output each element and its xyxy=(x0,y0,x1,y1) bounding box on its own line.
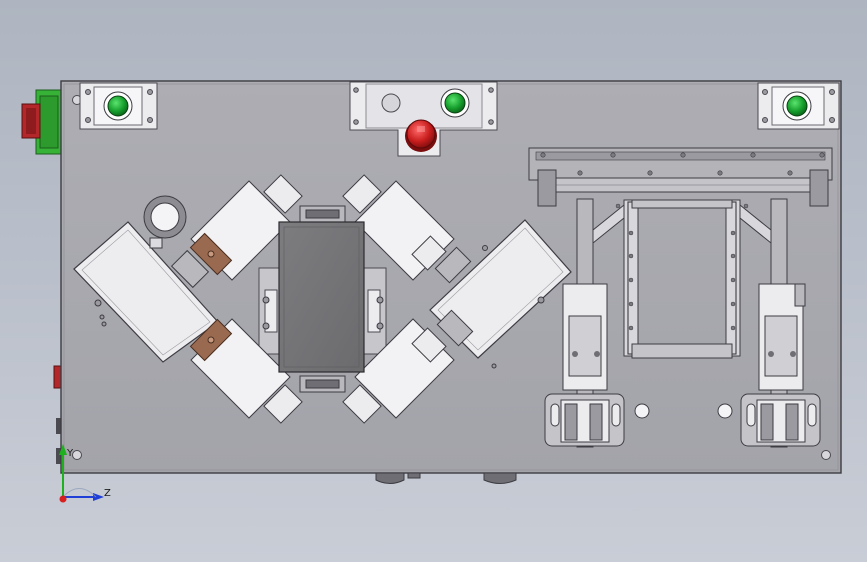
jaw-housing-bottom-right xyxy=(342,318,455,424)
side-connector xyxy=(21,89,63,155)
ring-part xyxy=(143,195,187,239)
copper-pad-lower xyxy=(189,318,233,362)
right-lift-base xyxy=(740,393,821,447)
bottom-feet xyxy=(375,472,517,484)
right-lift-frame[interactable] xyxy=(528,147,833,448)
coordinate-triad: Y Z xyxy=(59,444,111,503)
green-start-button-center[interactable] xyxy=(444,92,466,114)
left-lift-base xyxy=(544,393,625,447)
top-left-button-panel[interactable] xyxy=(79,82,158,130)
emergency-stop-button[interactable] xyxy=(406,119,436,149)
indicator-hole xyxy=(381,93,401,113)
top-center-estop-panel[interactable] xyxy=(349,81,498,157)
side-dark-bumps xyxy=(56,418,62,464)
left-guide-assembly xyxy=(562,283,608,391)
jaw-housing-top-right xyxy=(342,174,455,281)
right-actuator-module[interactable] xyxy=(429,219,572,369)
left-actuator-module[interactable] xyxy=(73,221,233,363)
green-start-button-right[interactable] xyxy=(786,95,808,117)
right-guide-assembly xyxy=(758,283,806,391)
top-right-button-panel[interactable] xyxy=(757,82,840,130)
green-start-button-left[interactable] xyxy=(107,95,129,117)
central-clamp-fixture[interactable] xyxy=(190,174,455,424)
copper-pad-upper xyxy=(189,232,233,276)
workpiece-block[interactable] xyxy=(278,221,365,373)
y-axis-label: Y xyxy=(66,448,74,459)
z-axis-label: Z xyxy=(104,488,111,499)
